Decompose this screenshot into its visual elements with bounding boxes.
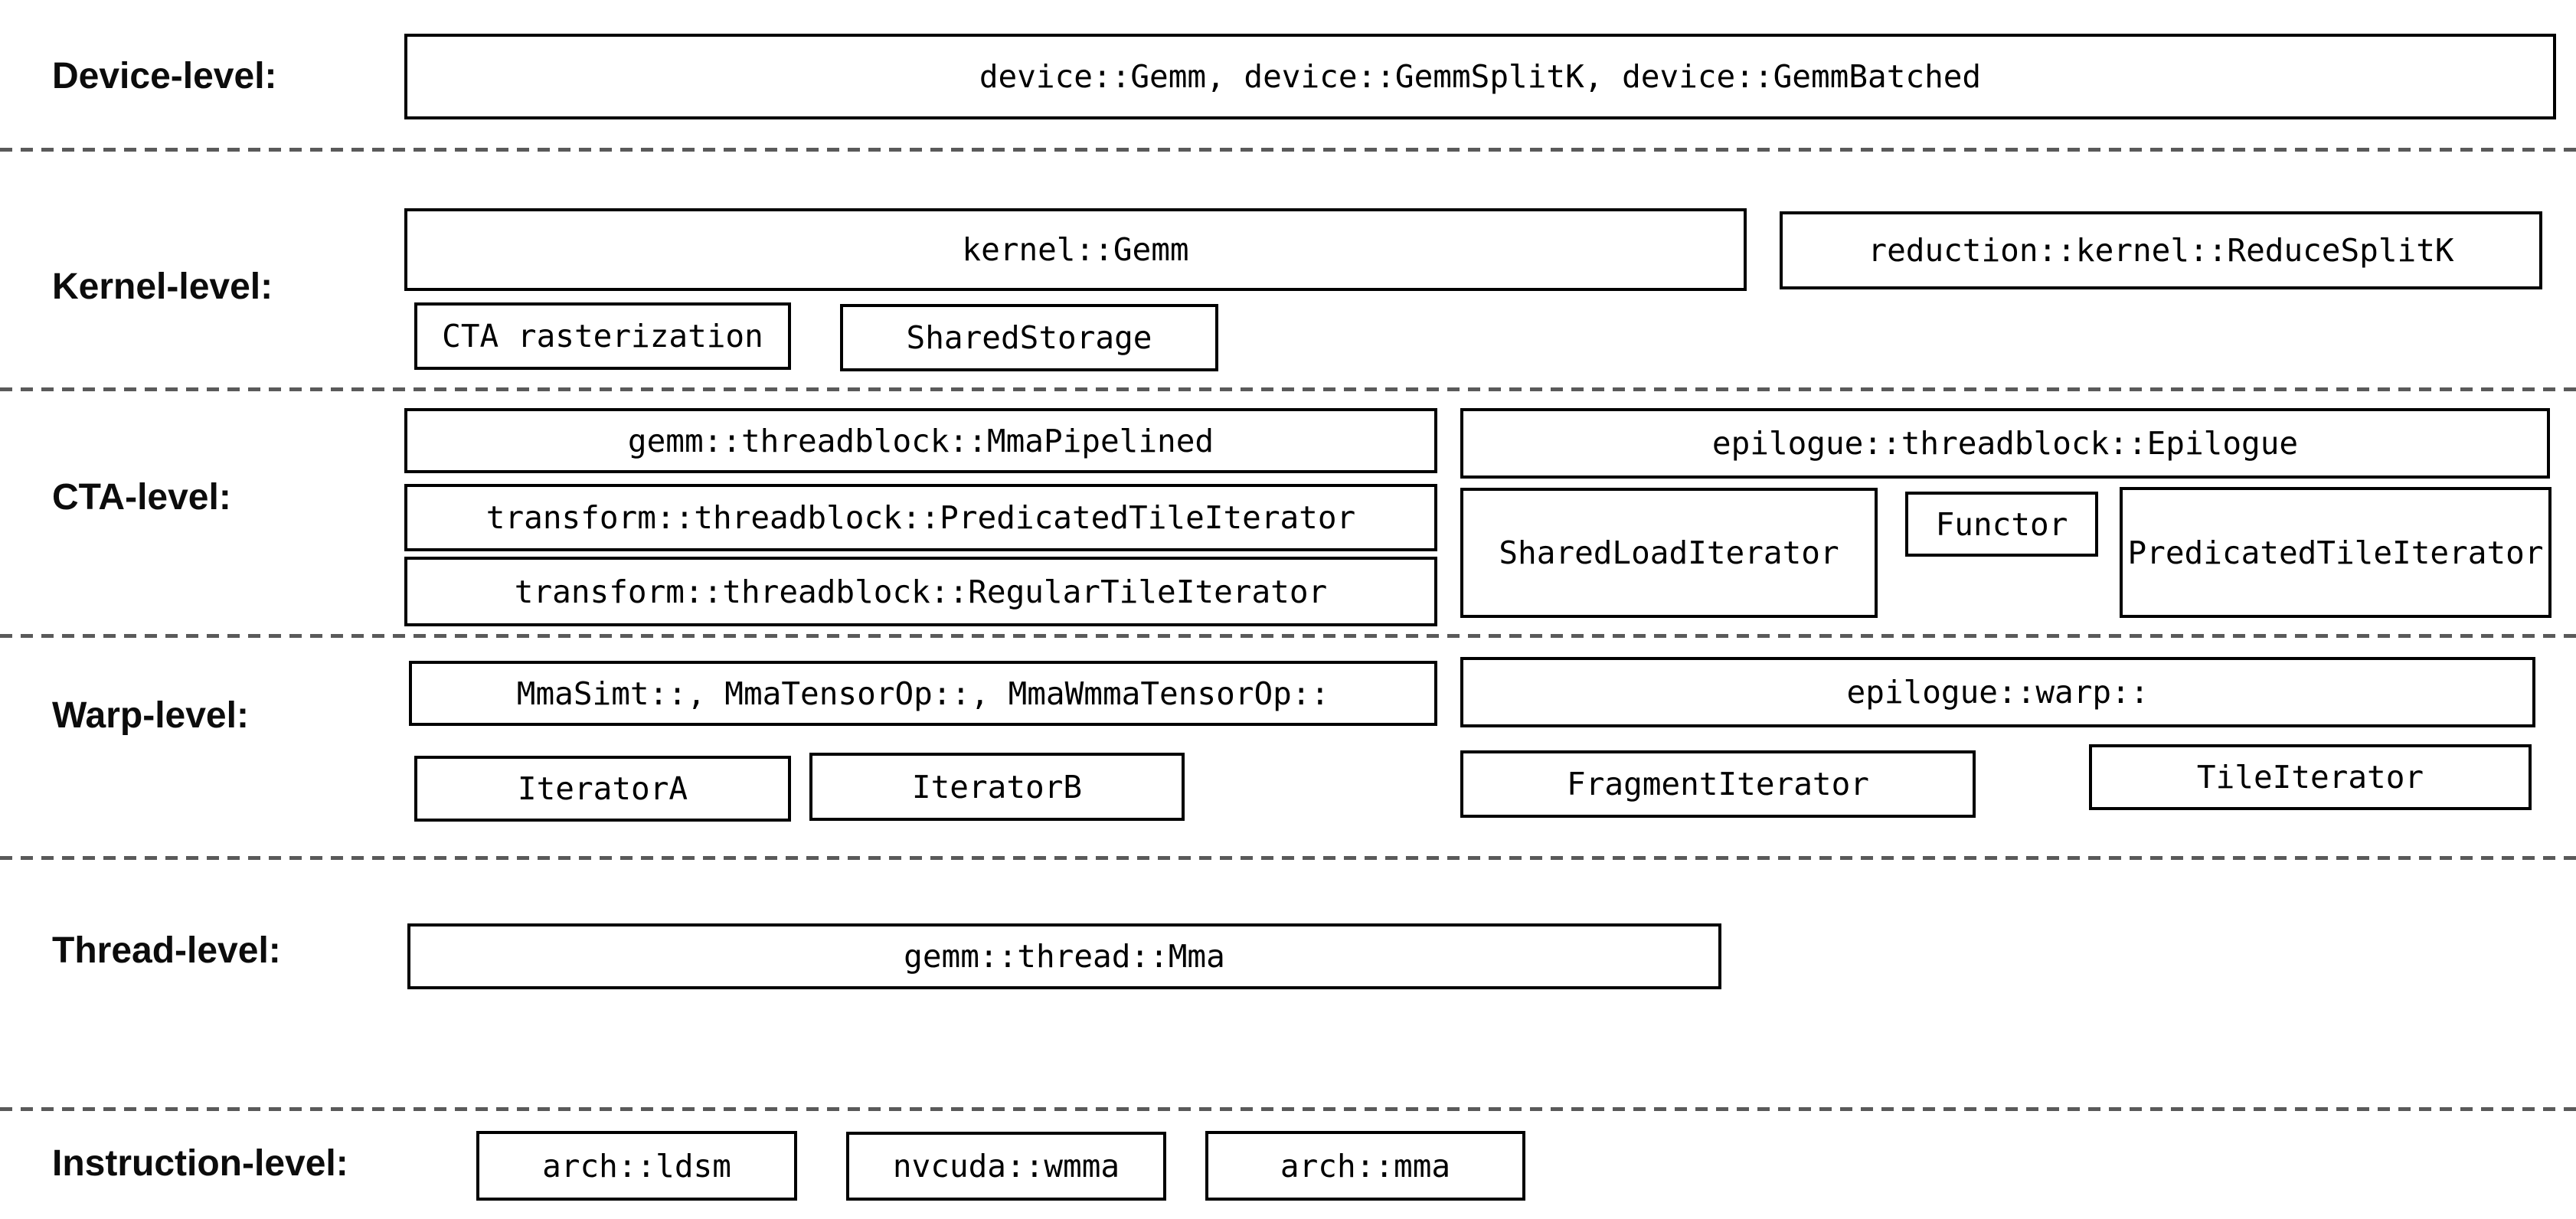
cta-rasterization-box: CTA rasterization: [414, 302, 791, 370]
warp-mma-box: MmaSimt::, MmaTensorOp::, MmaWmmaTensorO…: [409, 661, 1437, 726]
iterator-a-box: IteratorA: [414, 756, 791, 822]
thread-mma-box: gemm::thread::Mma: [407, 923, 1721, 989]
warp-level-label: Warp-level:: [52, 695, 249, 736]
arch-mma-box: arch::mma: [1205, 1131, 1525, 1201]
separator-device-kernel: [0, 148, 2576, 152]
mma-pipelined-box: gemm::threadblock::MmaPipelined: [404, 408, 1437, 473]
regular-tile-iterator-box: transform::threadblock::RegularTileItera…: [404, 557, 1437, 626]
epilogue-warp-box: epilogue::warp::: [1460, 657, 2535, 727]
arch-ldsm-box: arch::ldsm: [476, 1131, 797, 1201]
functor-box: Functor: [1905, 492, 2098, 557]
kernel-gemm-box: kernel::Gemm: [404, 208, 1747, 291]
predicated-tile-iterator-epilogue-box: PredicatedTileIterator: [2120, 487, 2551, 618]
separator-kernel-cta: [0, 387, 2576, 391]
epilogue-threadblock-box: epilogue::threadblock::Epilogue: [1460, 408, 2550, 479]
tile-iterator-box: TileIterator: [2089, 744, 2532, 810]
device-gemm-box: device::Gemm, device::GemmSplitK, device…: [404, 34, 2556, 119]
iterator-b-box: IteratorB: [809, 753, 1185, 821]
thread-level-label: Thread-level:: [52, 930, 281, 971]
fragment-iterator-box: FragmentIterator: [1460, 750, 1976, 818]
separator-cta-warp: [0, 634, 2576, 638]
predicated-tile-iterator-transform-box: transform::threadblock::PredicatedTileIt…: [404, 484, 1437, 551]
nvcuda-wmma-box: nvcuda::wmma: [846, 1132, 1166, 1201]
separator-thread-instruction: [0, 1107, 2576, 1111]
instruction-level-label: Instruction-level:: [52, 1143, 348, 1184]
device-level-label: Device-level:: [52, 56, 277, 96]
reduce-splitk-box: reduction::kernel::ReduceSplitK: [1780, 211, 2542, 289]
cta-level-label: CTA-level:: [52, 477, 231, 518]
kernel-level-label: Kernel-level:: [52, 266, 273, 307]
shared-load-iterator-box: SharedLoadIterator: [1460, 488, 1878, 618]
separator-warp-thread: [0, 856, 2576, 860]
shared-storage-box: SharedStorage: [840, 304, 1218, 371]
